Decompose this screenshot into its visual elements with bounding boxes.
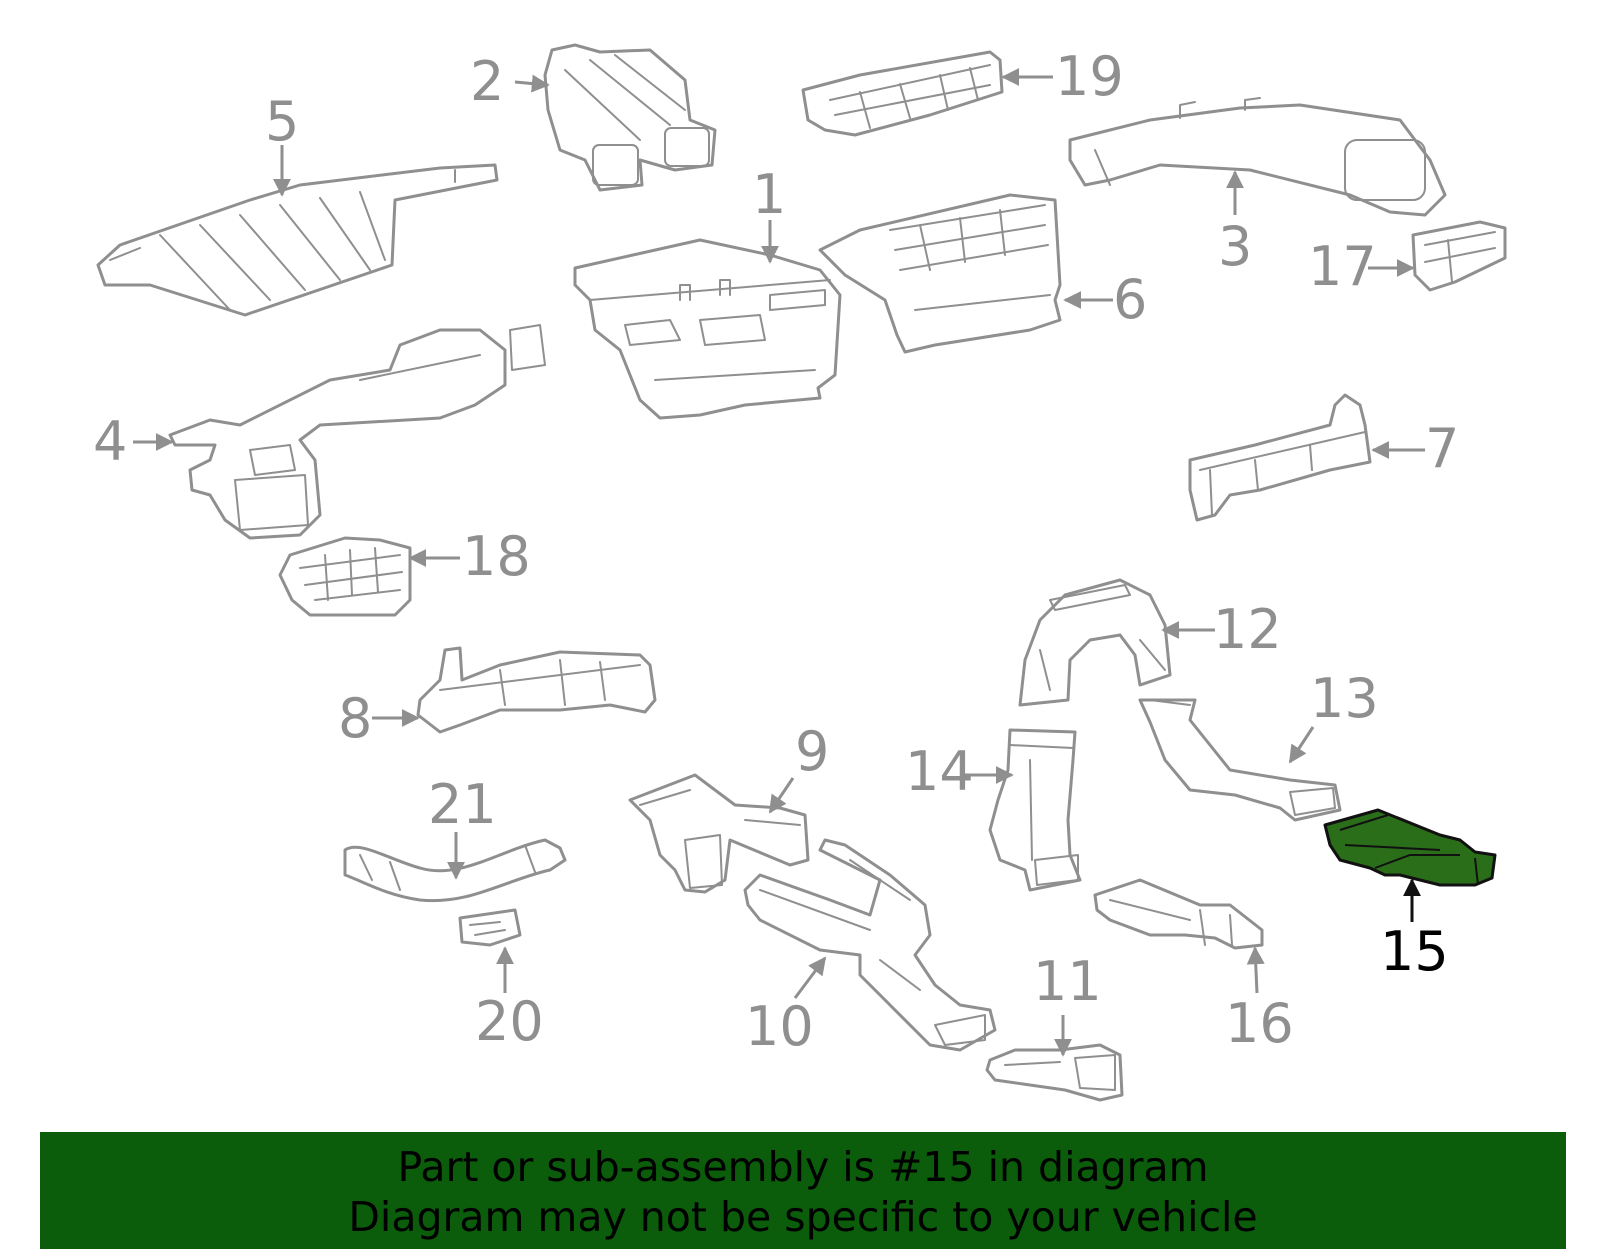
callout-11: 11 xyxy=(1033,950,1102,1013)
part-13-outlet-duct[interactable] xyxy=(1138,698,1342,822)
part-14-vertical-duct[interactable] xyxy=(988,728,1082,892)
part-7-side-duct[interactable] xyxy=(1188,393,1372,522)
callout-7: 7 xyxy=(1425,417,1459,480)
callout-19: 19 xyxy=(1055,45,1124,108)
callout-4: 4 xyxy=(93,410,127,473)
callout-14: 14 xyxy=(905,740,974,803)
part-17-small-vent[interactable] xyxy=(1411,220,1507,292)
part-15-rear-floor-duct[interactable] xyxy=(1323,808,1497,887)
callout-labels: 1 2 3 4 5 6 7 8 9 10 11 12 13 14 15 16 1… xyxy=(93,45,1459,1058)
part-3-side-duct[interactable] xyxy=(1068,97,1447,217)
part-1-hvac-housing[interactable] xyxy=(573,238,842,420)
part-18-vent-register[interactable] xyxy=(278,536,412,617)
part-11-outlet[interactable] xyxy=(985,1043,1124,1102)
part-2-center-duct[interactable] xyxy=(543,43,717,192)
part-6-evaporator-box[interactable] xyxy=(818,193,1062,354)
callout-2: 2 xyxy=(470,50,504,113)
callout-9: 9 xyxy=(795,720,829,783)
banner-line-disclaimer: Diagram may not be specific to your vehi… xyxy=(348,1193,1258,1241)
callout-3: 3 xyxy=(1218,215,1252,278)
callout-16: 16 xyxy=(1225,992,1294,1055)
info-banner: Part or sub-assembly is #15 in diagram D… xyxy=(40,1132,1566,1249)
callout-1: 1 xyxy=(752,163,786,226)
callout-15: 15 xyxy=(1380,920,1449,983)
part-12-curved-duct[interactable] xyxy=(1018,578,1172,707)
part-5-defroster-duct[interactable] xyxy=(96,163,499,317)
part-8-lower-duct[interactable] xyxy=(416,646,657,734)
part-9-y-duct[interactable] xyxy=(628,773,810,894)
callout-20: 20 xyxy=(475,990,544,1053)
part-16-floor-duct[interactable] xyxy=(1093,878,1264,950)
part-19-vent-grille[interactable] xyxy=(801,50,1004,137)
part-10-long-duct[interactable] xyxy=(743,838,997,1052)
banner-line-part-number: Part or sub-assembly is #15 in diagram xyxy=(397,1143,1209,1191)
callout-21: 21 xyxy=(428,773,497,836)
callout-18: 18 xyxy=(462,525,531,588)
part-4-main-duct[interactable] xyxy=(168,324,546,540)
callout-8: 8 xyxy=(338,687,372,750)
callout-12: 12 xyxy=(1213,598,1282,661)
leader-lines xyxy=(133,68,1425,1057)
callout-10: 10 xyxy=(745,995,814,1058)
callout-13: 13 xyxy=(1310,667,1379,730)
callout-5: 5 xyxy=(265,90,299,153)
callout-17: 17 xyxy=(1308,235,1377,298)
part-20-clip[interactable] xyxy=(458,908,522,947)
callout-6: 6 xyxy=(1113,268,1147,331)
